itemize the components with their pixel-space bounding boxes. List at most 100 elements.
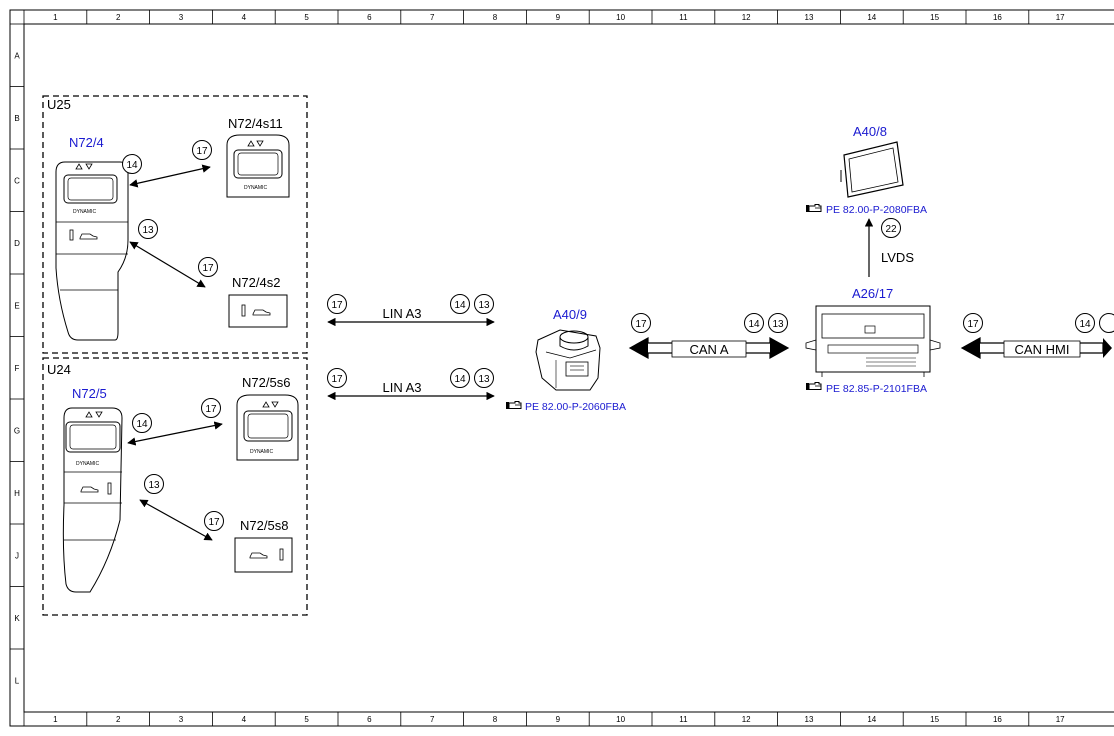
switch-n72-4s11[interactable]: N72/4s11 DYNAMIC [226,116,290,198]
group-label-u25: U25 [47,97,71,112]
column-label: 3 [179,13,184,22]
column-label: 10 [616,715,625,724]
display-a40-8[interactable]: A40/8 [840,124,904,198]
pin-number: 13 [772,319,784,330]
bus-lin-a3-upper: LIN A3 17 14 13 [327,294,495,327]
switch-n72-4s2[interactable]: N72/4s2 [228,275,288,328]
column-label: 5 [304,715,309,724]
row-label: A [14,51,20,60]
pointing-hand-icon [805,382,822,391]
column-label: 10 [616,13,625,22]
component-label-a26-17: A26/17 [852,286,893,301]
column-label: 11 [679,715,688,724]
column-label: 1 [53,13,58,22]
reference-a40-9[interactable]: PE 82.00-P-2060FBA [505,401,626,413]
pin-number: 13 [478,300,490,311]
switch-n72-5s8[interactable]: N72/5s8 [234,518,293,573]
pin-number: 17 [202,263,214,274]
car-icon [79,233,98,240]
dynamic-label: DYNAMIC [73,209,96,215]
column-label: 6 [367,715,372,724]
bus-label: LIN A3 [382,306,421,321]
column-label: 11 [679,13,688,22]
column-label: 2 [116,715,121,724]
column-label: 5 [304,13,309,22]
component-label-a40-8: A40/8 [853,124,887,139]
row-label: K [14,614,20,623]
column-label: 15 [930,715,939,724]
component-label-n72-5s6: N72/5s6 [242,375,290,390]
column-label: 4 [242,715,247,724]
u25-connections: 14 17 13 17 [122,140,218,288]
row-label: E [14,301,19,310]
column-label: 6 [367,13,372,22]
component-label-n72-5s8: N72/5s8 [240,518,288,533]
bus-can-hmi: CAN HMI 17 14 [960,313,1114,360]
component-label-n72-4s2: N72/4s2 [232,275,280,290]
column-label: 9 [556,13,561,22]
switch-panel-n72-4[interactable]: N72/4 DYNAMIC [55,135,129,341]
pin-number: 14 [1079,319,1091,330]
reference-link: PE 82.00-P-2060FBA [525,401,626,413]
pin-number: 17 [331,374,343,385]
reference-a26-17[interactable]: PE 82.85-P-2101FBA [805,382,927,396]
row-label: D [14,239,20,248]
column-label: 16 [993,13,1002,22]
pin-number: 13 [478,374,490,385]
pin-number: 17 [331,300,343,311]
pin-number: 13 [148,480,160,491]
switch-panel-n72-5[interactable]: N72/5 DYNAMIC [62,386,123,593]
component-label-n72-4: N72/4 [69,135,104,150]
column-label: 14 [867,715,876,724]
column-label: 1 [53,715,58,724]
component-label-n72-5: N72/5 [72,386,107,401]
column-label: 7 [430,13,435,22]
u24-connections: 14 17 13 17 [127,398,224,541]
column-label: 13 [805,715,814,724]
bus-can-a: CAN A 17 14 13 [628,313,790,360]
bus-label: CAN A [689,342,728,357]
pin-number: 17 [196,146,208,157]
column-label: 3 [179,715,184,724]
pin-number: 17 [208,517,220,528]
pin-number: 14 [136,419,148,430]
reference-link: PE 82.85-P-2101FBA [826,383,927,395]
row-label: F [15,364,20,373]
column-label: 2 [116,13,121,22]
car-icon [249,552,268,559]
car-icon [252,309,271,316]
column-label: 13 [805,13,814,22]
component-label-n72-4s11: N72/4s11 [228,116,283,131]
bus-lin-a3-lower: LIN A3 17 14 13 [327,368,495,401]
column-label: 8 [493,13,498,22]
column-label: 12 [742,13,751,22]
column-label: 9 [556,715,561,724]
column-label: 7 [430,715,435,724]
column-label: 16 [993,715,1002,724]
switch-n72-5s6[interactable]: N72/5s6 DYNAMIC [236,375,299,461]
component-label-a40-9: A40/9 [553,307,587,322]
car-icon [80,486,99,493]
row-label: L [15,676,20,685]
controller-a40-9[interactable]: A40/9 [535,307,601,391]
column-label: 14 [867,13,876,22]
link-lvds: 22 LVDS [864,218,914,277]
reference-a40-8[interactable]: PE 82.00-P-2080FBA [805,204,927,216]
dynamic-label: DYNAMIC [250,449,273,455]
pin-number: 17 [635,319,647,330]
head-unit-a26-17[interactable]: A26/17 [805,286,941,377]
pointing-hand-icon [505,401,522,410]
pin-number: 14 [126,160,138,171]
column-label: 17 [1056,715,1065,724]
group-u24: U24 [42,357,308,616]
group-label-u24: U24 [47,362,71,377]
bus-label: LVDS [881,250,914,265]
group-u25: U25 [42,95,308,354]
row-label: C [14,176,20,185]
bus-label: CAN HMI [1015,342,1070,357]
reference-link: PE 82.00-P-2080FBA [826,204,927,216]
column-label: 12 [742,715,751,724]
pin-number: 14 [454,374,466,385]
column-label: 15 [930,13,939,22]
